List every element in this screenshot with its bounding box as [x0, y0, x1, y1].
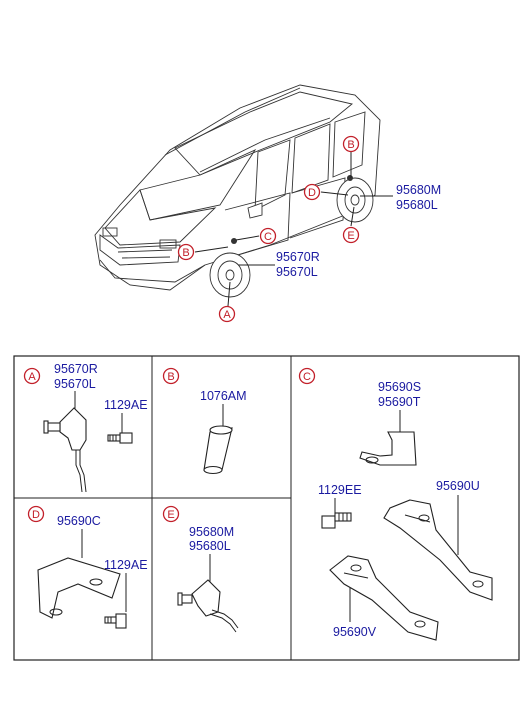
panel-C-letter: C: [303, 371, 311, 383]
panel-B: B 1076AM: [162, 367, 247, 475]
callout-E-vehicle: E: [342, 226, 360, 244]
panel-B-part-1: 1076AM: [200, 389, 247, 403]
callout-B-vehicle-front: B: [177, 243, 195, 261]
vehicle-part-front-lower: 95670L: [276, 265, 318, 279]
panel-C-part-3: 1129EE: [318, 483, 362, 497]
svg-text:E: E: [347, 230, 354, 242]
svg-text:A: A: [223, 309, 231, 321]
panel-B-letter: B: [167, 371, 174, 383]
panel-D-part-2: 1129AE: [104, 558, 148, 572]
panel-E-letter: E: [167, 509, 174, 521]
callout-C-vehicle: C: [259, 227, 277, 245]
panel-D-part-1: 95690C: [57, 514, 101, 528]
panel-A-part-2: 95670L: [54, 377, 96, 391]
panel-A-letter: A: [28, 371, 36, 383]
vehicle-leader-lines: [194, 152, 393, 307]
panel-D-letter: D: [32, 509, 40, 521]
vehicle-part-rear-upper: 95680M: [396, 183, 441, 197]
vehicle-illustration: [94, 84, 381, 298]
panel-E-part-2: 95680L: [189, 539, 231, 553]
panel-A: A 95670R 95670L 1129AE: [23, 362, 148, 493]
panel-A-part-3: 1129AE: [104, 398, 148, 412]
svg-text:D: D: [308, 187, 316, 199]
panel-C-part-1: 95690S: [378, 380, 421, 394]
svg-text:B: B: [347, 139, 354, 151]
detail-grid: [13, 355, 520, 661]
callout-A-vehicle: A: [218, 305, 236, 323]
callout-B-vehicle-rear: B: [342, 135, 360, 153]
callout-D-vehicle: D: [303, 183, 321, 201]
vehicle-part-front-upper: 95670R: [276, 250, 320, 264]
panel-E: E 95680M 95680L: [162, 505, 239, 633]
panel-E-part-1: 95680M: [189, 525, 234, 539]
svg-text:C: C: [264, 231, 272, 243]
panel-C-part-5: 95690V: [333, 625, 377, 639]
panel-C-part-2: 95690T: [378, 395, 421, 409]
panel-C-part-4: 95690U: [436, 479, 480, 493]
svg-text:B: B: [182, 247, 189, 259]
panel-C: C 95690S 95690T 1129EE 95690U 95690V: [298, 367, 493, 641]
panel-D: D 95690C 1129AE: [27, 505, 148, 629]
vehicle-part-rear-lower: 95680L: [396, 198, 438, 212]
panel-A-part-1: 95670R: [54, 362, 98, 376]
